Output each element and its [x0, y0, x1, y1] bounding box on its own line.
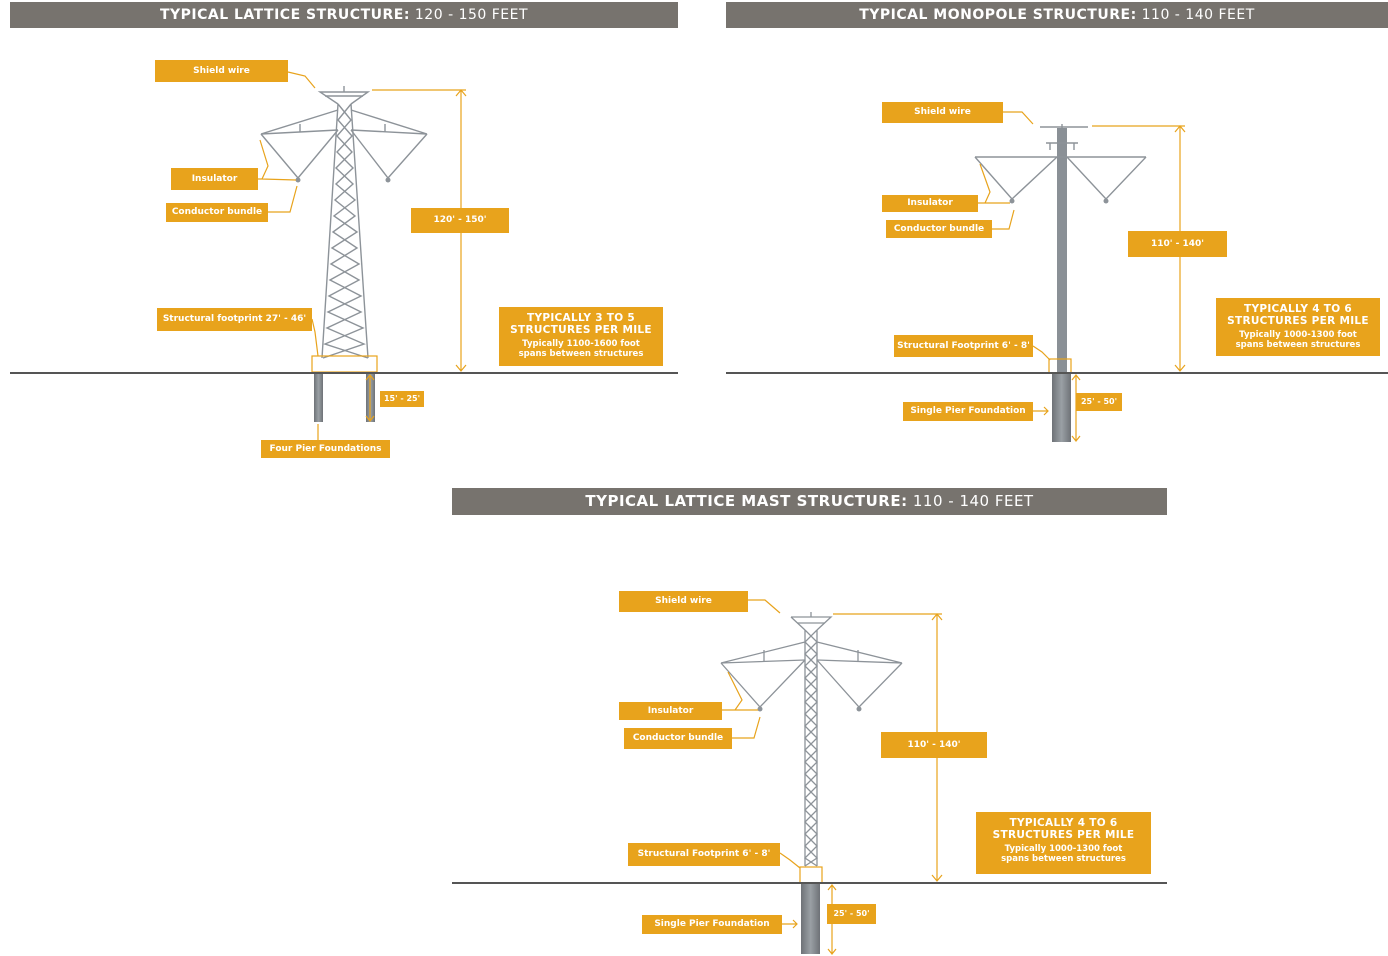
- monopole-footprint-label: Structural Footprint 6' - 8': [894, 335, 1033, 357]
- lattice-conductor-label: Conductor bundle: [166, 203, 268, 222]
- mast-foundation-label: Single Pier Foundation: [642, 915, 782, 934]
- monopole-info-box: TYPICALLY 4 TO 6 STRUCTURES PER MILE Typ…: [1216, 298, 1380, 356]
- lattice-info-box: TYPICALLY 3 TO 5 STRUCTURES PER MILE Typ…: [499, 307, 663, 366]
- lattice-title-range: 120 - 150 FEET: [414, 7, 529, 23]
- lattice-foundation-label: Four Pier Foundations: [261, 440, 390, 458]
- monopole-shield-wire-label: Shield wire: [882, 102, 1003, 123]
- monopole-height-dim: 110' - 140': [1128, 231, 1227, 257]
- mast-height-dim: 110' - 140': [881, 732, 987, 758]
- lattice-header: TYPICAL LATTICE STRUCTURE: 120 - 150 FEE…: [10, 2, 678, 28]
- mast-info-line2: STRUCTURES PER MILE: [992, 829, 1135, 841]
- monopole-info-line3: Typically 1000-1300 foot: [1239, 330, 1357, 340]
- lattice-pier-left: [314, 374, 323, 422]
- mast-footprint-label: Structural Footprint 6' - 8': [628, 843, 780, 866]
- mast-insulator-label: Insulator: [619, 702, 722, 720]
- conductor-dot-right: [385, 177, 391, 183]
- conductor-dot-left-mast: [757, 706, 763, 712]
- lattice-insulator-label: Insulator: [171, 168, 258, 190]
- mast-info-line4: spans between structures: [1001, 854, 1126, 864]
- monopole-title-range: 110 - 140 FEET: [1141, 7, 1255, 23]
- mast-title: TYPICAL LATTICE MAST STRUCTURE:: [585, 492, 908, 510]
- lattice-info-line2: STRUCTURES PER MILE: [510, 324, 652, 336]
- mast-shield-wire-label: Shield wire: [619, 591, 748, 612]
- mast-pier: [801, 884, 820, 954]
- mast-conductor-label: Conductor bundle: [624, 728, 732, 749]
- monopole-info-line4: spans between structures: [1235, 340, 1361, 350]
- monopole-info-line1: TYPICALLY 4 TO 6: [1243, 303, 1352, 315]
- mast-info-box: TYPICALLY 4 TO 6 STRUCTURES PER MILE Typ…: [976, 812, 1151, 874]
- lattice-info-line3: Typically 1100-1600 foot: [522, 339, 640, 349]
- lattice-info-line4: spans between structures: [518, 349, 644, 359]
- lattice-shield-wire-label: Shield wire: [155, 60, 288, 82]
- monopole-info-line2: STRUCTURES PER MILE: [1227, 315, 1369, 327]
- lattice-mast: [720, 612, 903, 867]
- monopole-title: TYPICAL MONOPOLE STRUCTURE:: [859, 7, 1137, 23]
- lattice-tower: [260, 86, 428, 359]
- mast-info-line1: TYPICALLY 4 TO 6: [1009, 817, 1118, 829]
- conductor-dot-right-mp: [1103, 198, 1109, 204]
- monopole-depth-dim: 25' - 50': [1076, 393, 1122, 411]
- lattice-footprint-label: Structural footprint 27' - 46': [157, 308, 312, 331]
- monopole-conductor-label: Conductor bundle: [886, 220, 992, 238]
- mast-depth-dim: 25' - 50': [827, 904, 876, 924]
- monopole-pier: [1052, 374, 1071, 442]
- conductor-dot-left-mp: [1009, 198, 1015, 204]
- mast-footprint-box: [799, 866, 823, 884]
- mast-info-line3: Typically 1000-1300 foot: [1004, 844, 1123, 854]
- lattice-height-dim: 120' - 150': [411, 208, 509, 233]
- lattice-info-line1: TYPICALLY 3 TO 5: [526, 312, 635, 324]
- conductor-dot-right-mast: [856, 706, 862, 712]
- monopole-header: TYPICAL MONOPOLE STRUCTURE: 110 - 140 FE…: [726, 2, 1388, 28]
- mast-header: TYPICAL LATTICE MAST STRUCTURE: 110 - 14…: [452, 488, 1167, 515]
- monopole-foundation-label: Single Pier Foundation: [903, 402, 1033, 421]
- conductor-dot-left: [295, 177, 301, 183]
- monopole-insulator-label: Insulator: [882, 195, 978, 212]
- lattice-depth-dim: 15' - 25': [380, 391, 424, 407]
- lattice-title: TYPICAL LATTICE STRUCTURE:: [159, 7, 410, 23]
- mast-title-range: 110 - 140 FEET: [912, 492, 1034, 510]
